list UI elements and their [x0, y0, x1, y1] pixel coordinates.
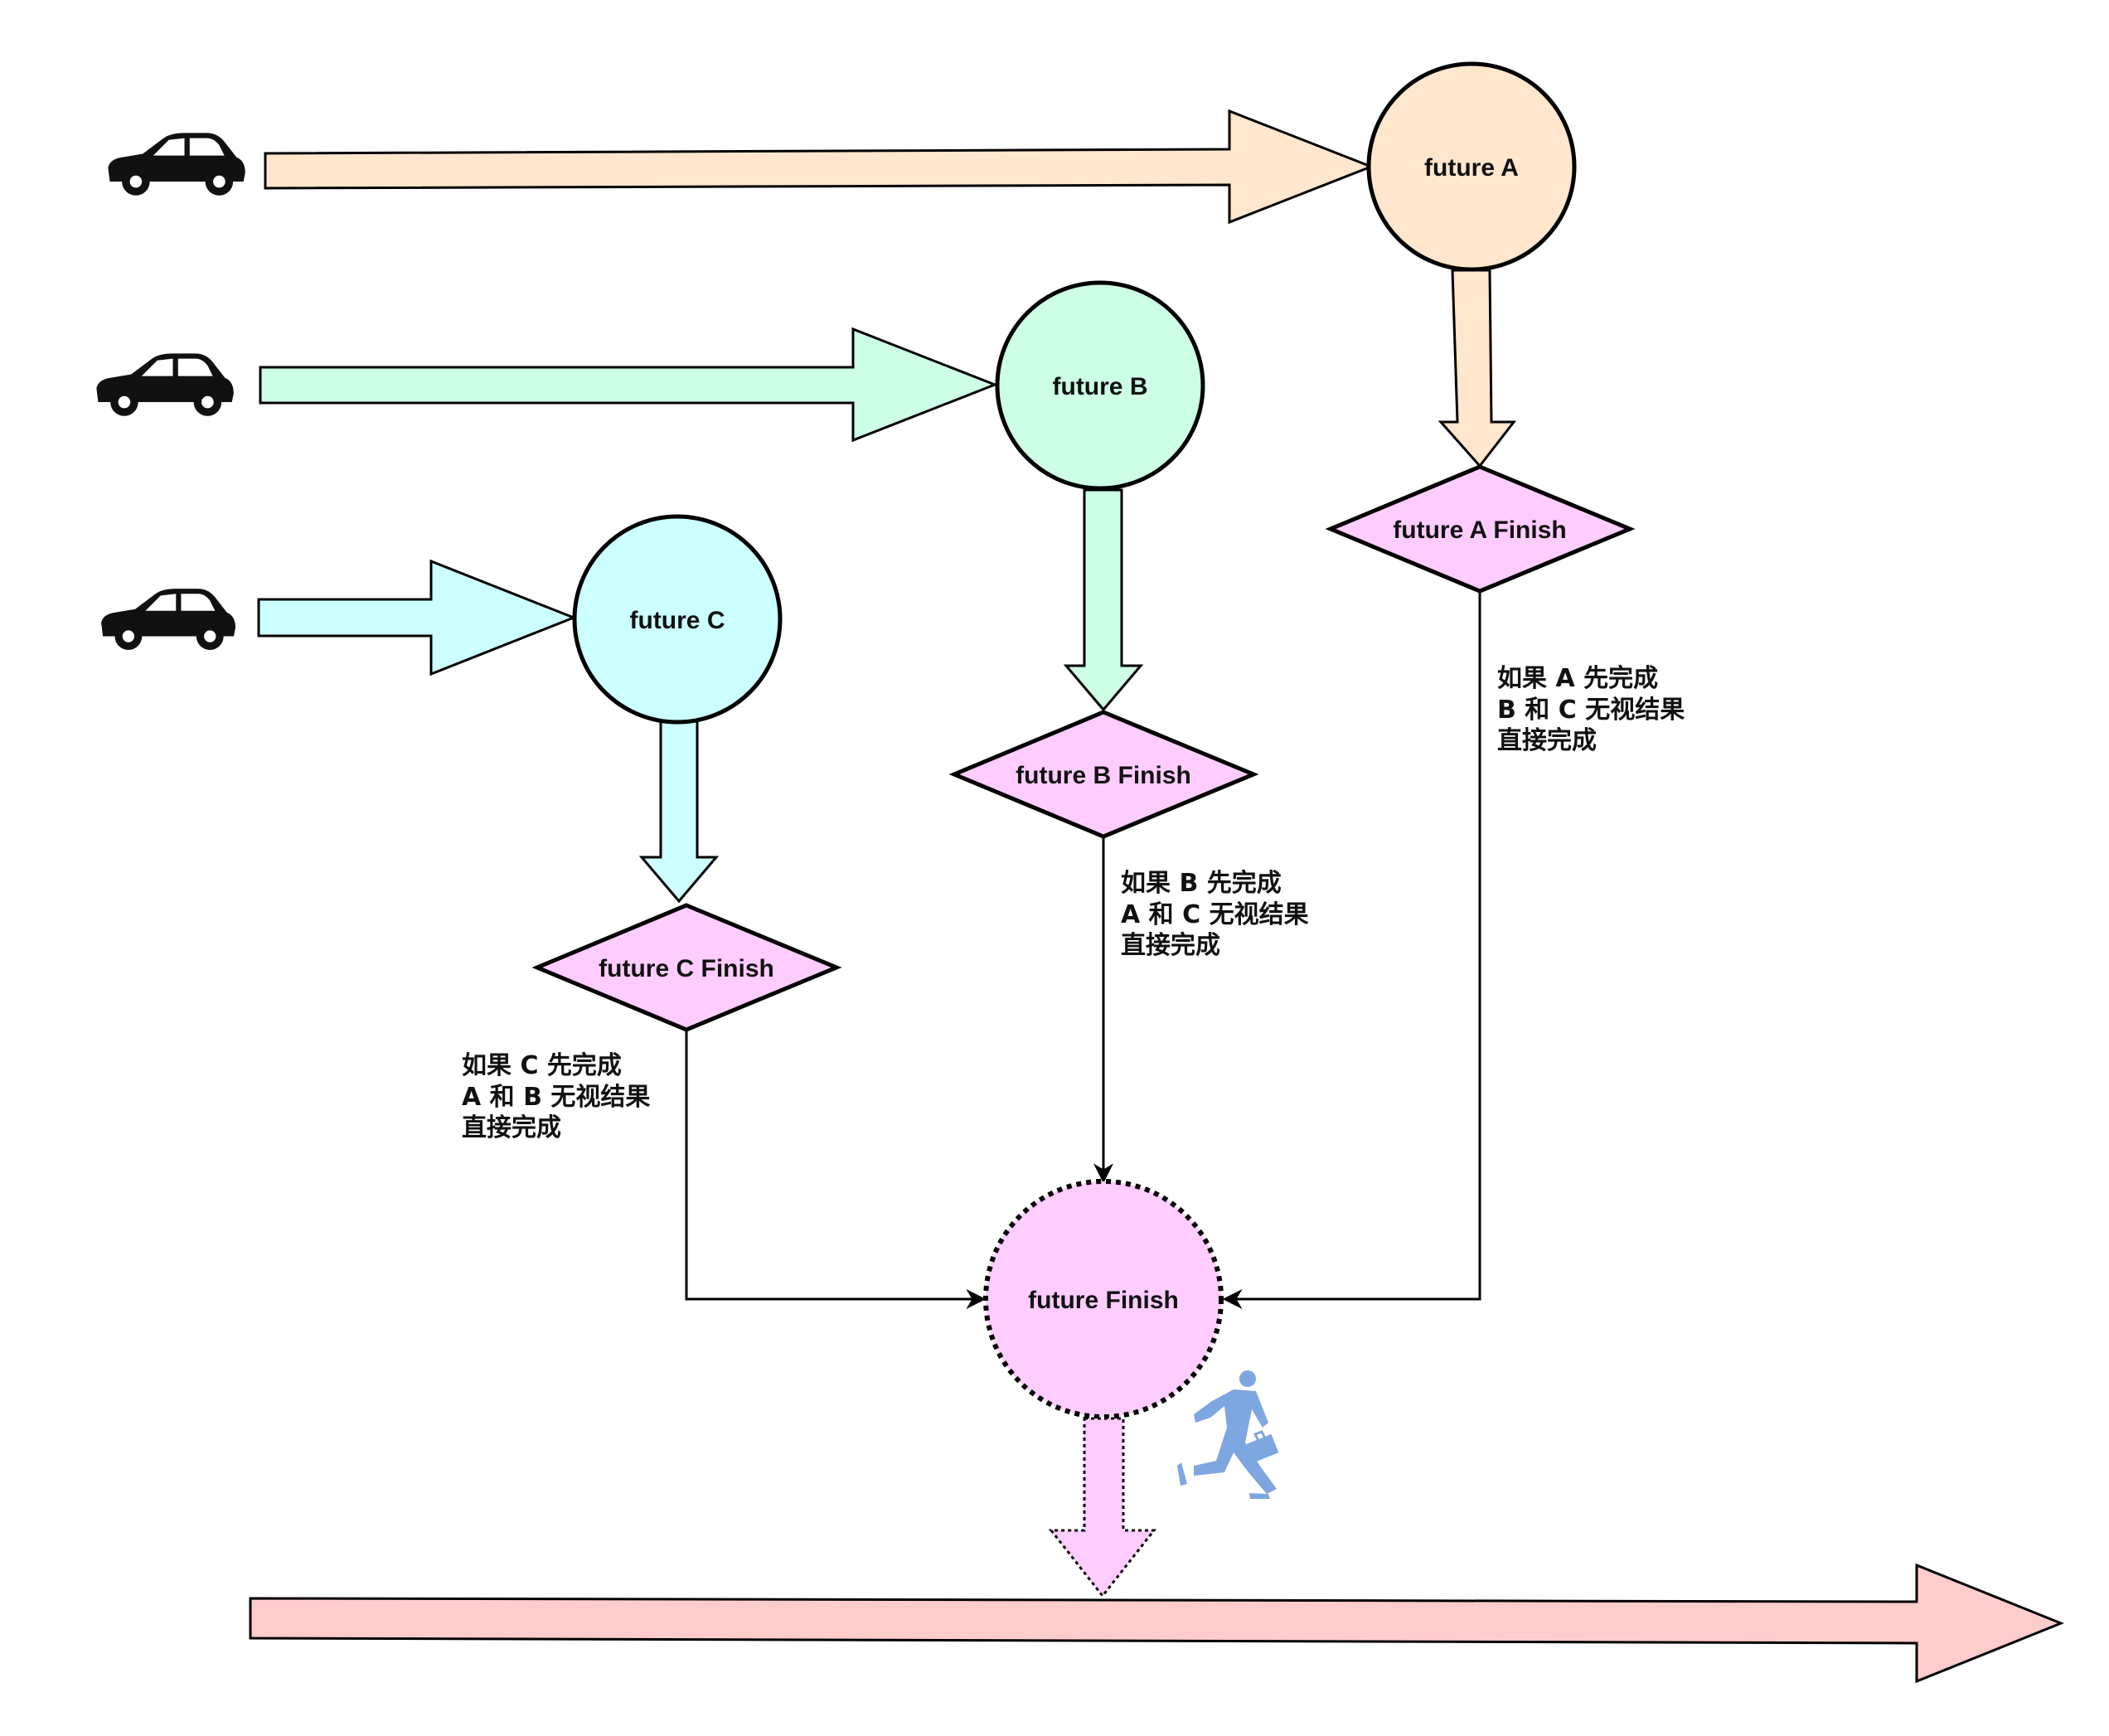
connector-c-to-future-finish [685, 1030, 987, 1309]
future-finish-label: future Finish [1028, 1287, 1179, 1314]
future-b-finish-label: future B Finish [1016, 762, 1191, 789]
future-c-finish-node: future C Finish [531, 903, 842, 1032]
future-b-finish-node: future B Finish [948, 710, 1259, 839]
note-a: 如果 A 先完成 B 和 C 无视结果 直接完成 [1497, 664, 1685, 755]
future-c-node: future C [572, 514, 783, 725]
note-c: 如果 C 先完成 A 和 B 无视结果 直接完成 [462, 1051, 650, 1142]
note-b-line-3: 直接完成 [1121, 931, 1220, 960]
arrow-future-b-to-finish [1063, 488, 1144, 712]
future-c-label: future C [630, 607, 725, 634]
car-b-icon [96, 353, 234, 416]
note-c-line-1: 如果 C 先完成 [462, 1051, 622, 1080]
car-c-icon [101, 589, 236, 650]
future-a-label: future A [1424, 154, 1519, 182]
future-b-label: future B [1053, 373, 1148, 400]
future-a-node: future A [1366, 61, 1577, 272]
arrow-car-c-to-future-c [257, 559, 578, 676]
future-finish-node: future Finish [983, 1179, 1224, 1419]
note-b-line-2: A 和 C 无视结果 [1121, 900, 1309, 929]
arrow-future-c-to-finish [638, 720, 720, 904]
note-a-line-2: B 和 C 无视结果 [1497, 696, 1685, 725]
future-a-finish-label: future A Finish [1393, 516, 1566, 544]
note-a-line-3: 直接完成 [1497, 726, 1597, 755]
arrow-future-a-to-finish [1438, 269, 1517, 468]
runner-with-briefcase-icon [1177, 1370, 1279, 1499]
future-b-node: future B [995, 280, 1205, 491]
note-c-line-2: A 和 B 无视结果 [462, 1083, 650, 1112]
timeline-arrow [249, 1563, 2065, 1684]
future-a-finish-node: future A Finish [1325, 464, 1636, 594]
note-b-line-1: 如果 B 先完成 [1121, 869, 1282, 898]
note-c-line-3: 直接完成 [462, 1113, 561, 1142]
car-a-icon [108, 133, 245, 196]
note-a-line-1: 如果 A 先完成 [1497, 664, 1658, 693]
arrow-future-finish-to-timeline [1048, 1417, 1157, 1598]
arrow-car-a-to-future-a [264, 109, 1375, 225]
future-c-finish-label: future C Finish [599, 955, 774, 982]
connector-a-to-future-finish [1222, 591, 1481, 1309]
note-b: 如果 B 先完成 A 和 C 无视结果 直接完成 [1121, 869, 1309, 960]
arrow-car-b-to-future-b [259, 327, 999, 443]
